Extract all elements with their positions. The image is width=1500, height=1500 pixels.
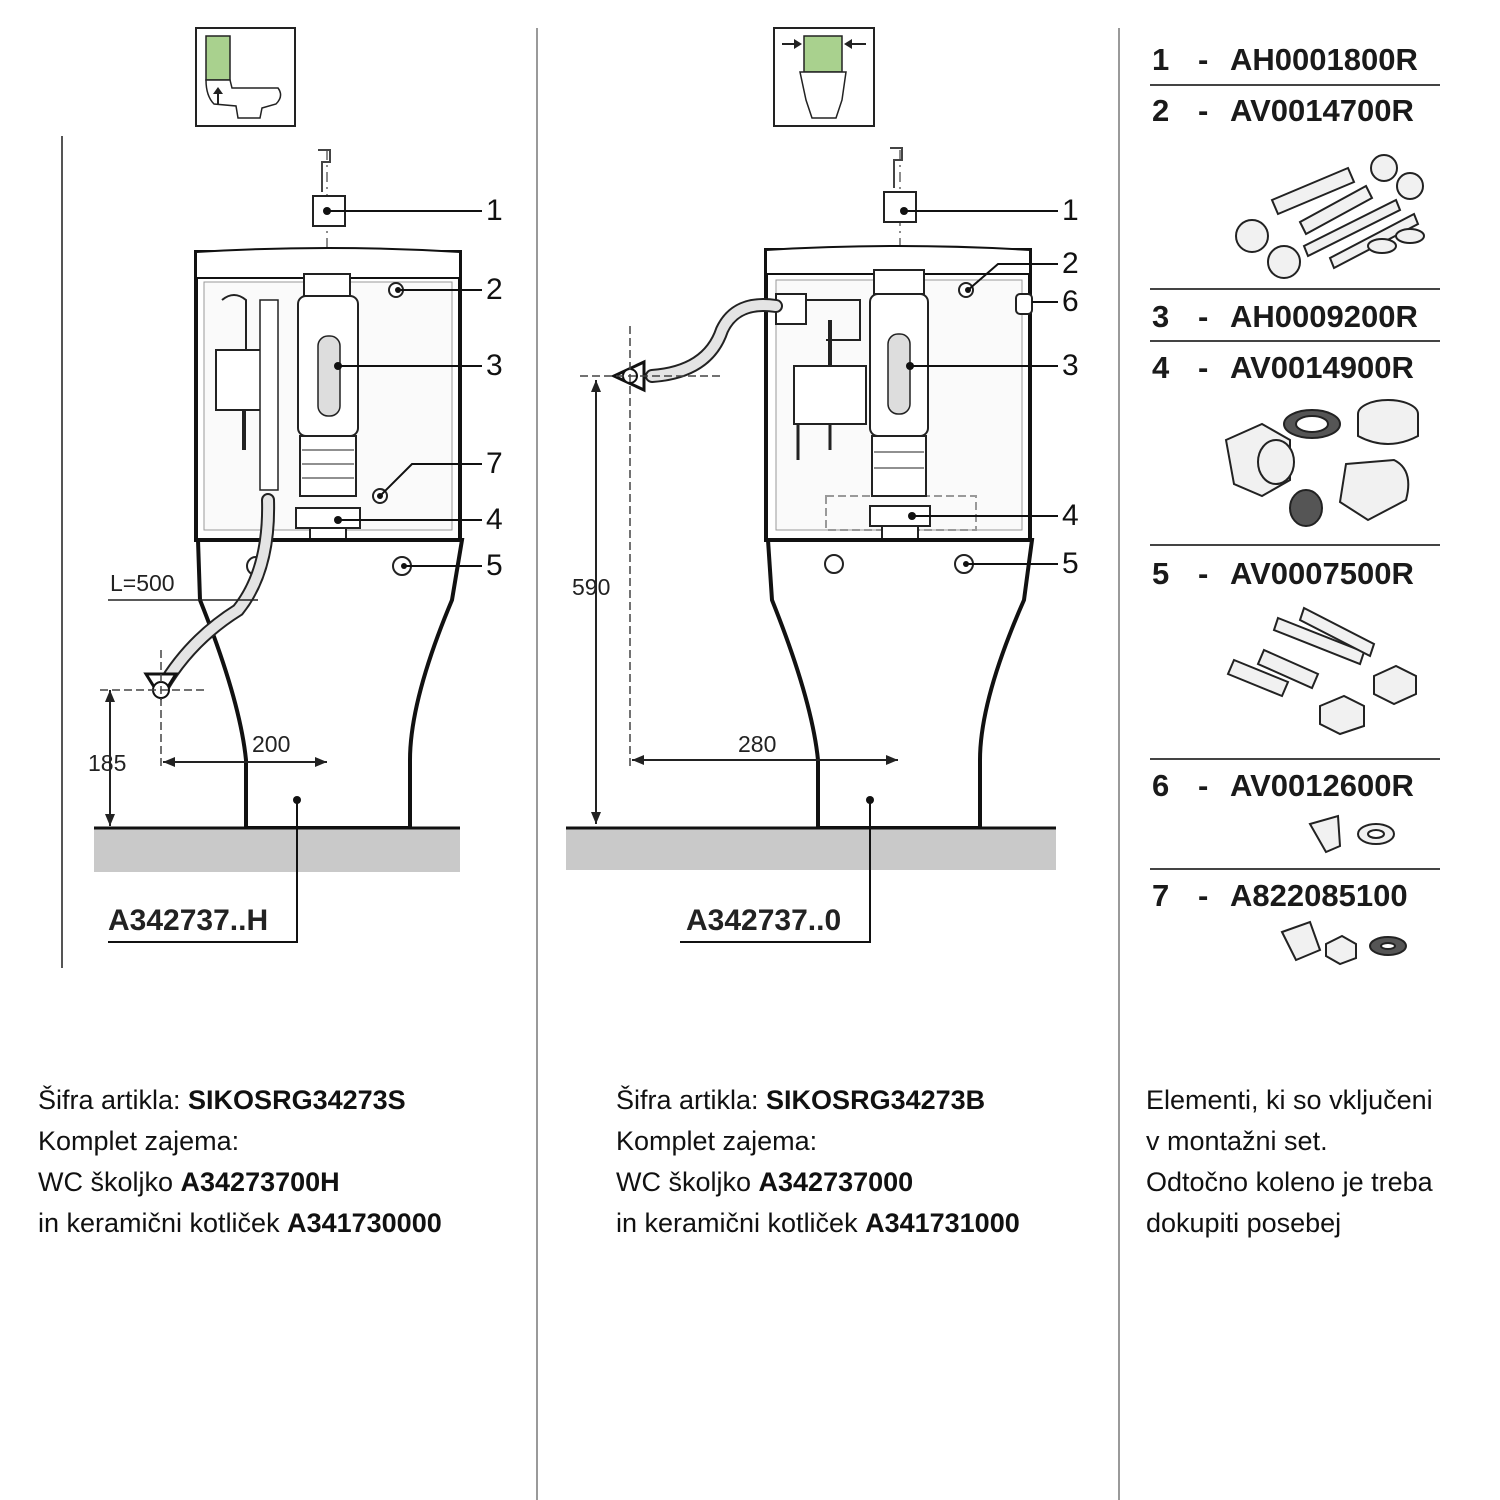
part-separator <box>1150 288 1440 290</box>
parts-kit-6-sketch <box>1308 814 1395 854</box>
part-row-7: 7-A822085100 <box>1152 880 1408 911</box>
part-dash: - <box>1198 350 1209 385</box>
part-number: 7 <box>1152 878 1170 913</box>
part-row-6: 6-AV0012600R <box>1152 770 1414 801</box>
part-code: AH0001800R <box>1230 42 1418 77</box>
middle-model-number: A342737..0 <box>686 904 842 937</box>
left-hose-length-label: L=500 <box>110 570 175 596</box>
middle-callout-5: 5 <box>1062 547 1079 580</box>
left-dimension-height: 185 <box>88 750 127 776</box>
part-code: AV0012600R <box>1230 768 1414 803</box>
bowl-label: WC školjko <box>38 1167 181 1197</box>
part-number: 5 <box>1152 556 1170 591</box>
middle-callout-6: 6 <box>1062 285 1079 318</box>
left-callout-4: 4 <box>486 503 503 536</box>
left-callout-1: 1 <box>486 194 503 227</box>
column-separator-1 <box>536 28 538 1500</box>
cistern-label: in keramični kotliček <box>616 1208 866 1238</box>
article-label: Šifra artikla: <box>616 1085 767 1115</box>
part-dash: - <box>1198 299 1209 334</box>
middle-article-note: Šifra artikla: SIKOSRG34273B Komplet zaj… <box>616 1080 1020 1244</box>
cistern-code: A341730000 <box>287 1208 442 1238</box>
middle-dimension-height: 590 <box>572 574 611 600</box>
part-dash: - <box>1198 42 1209 77</box>
parts-kit-7-sketch <box>1280 920 1407 966</box>
part-number: 3 <box>1152 299 1170 334</box>
middle-callout-1: 1 <box>1062 194 1079 227</box>
cistern-label: in keramični kotliček <box>38 1208 288 1238</box>
bowl-code: A342737000 <box>758 1167 914 1197</box>
part-separator <box>1150 84 1440 86</box>
side-view-icon <box>195 27 296 127</box>
part-code: AV0007500R <box>1230 556 1414 591</box>
bowl-code: A34273700H <box>180 1167 340 1197</box>
part-separator <box>1150 544 1440 546</box>
part-code: AV0014900R <box>1230 350 1414 385</box>
middle-callout-3: 3 <box>1062 349 1079 382</box>
part-number: 6 <box>1152 768 1170 803</box>
parts-kit-5-sketch <box>1226 606 1417 736</box>
bowl-label: WC školjko <box>616 1167 759 1197</box>
left-callout-3: 3 <box>486 349 503 382</box>
kit-note-line-4: dokupiti posebej <box>1146 1208 1342 1238</box>
left-dimension-width: 200 <box>252 731 291 757</box>
part-dash: - <box>1198 556 1209 591</box>
article-code: SIKOSRG34273S <box>188 1085 406 1115</box>
part-row-4: 4-AV0014900R <box>1152 352 1414 383</box>
kit-includes-label: Komplet zajema: <box>616 1126 818 1156</box>
left-callout-2: 2 <box>486 273 503 306</box>
part-dash: - <box>1198 93 1209 128</box>
part-code: AV0014700R <box>1230 93 1414 128</box>
part-separator <box>1150 340 1440 342</box>
parts-kit-4-sketch <box>1224 399 1419 527</box>
left-callout-5: 5 <box>486 549 503 582</box>
column-separator-2 <box>1118 28 1120 1500</box>
kit-note-line-1: Elementi, ki so vključeni <box>1146 1085 1433 1115</box>
cistern-code: A341731000 <box>865 1208 1020 1238</box>
kit-note-line-3: Odtočno koleno je treba <box>1146 1167 1433 1197</box>
kit-note-line-2: v montažni set. <box>1146 1126 1328 1156</box>
article-label: Šifra artikla: <box>38 1085 189 1115</box>
middle-dimension-width: 280 <box>738 731 777 757</box>
left-toilet-drawing <box>61 27 482 968</box>
part-code: A822085100 <box>1230 878 1408 913</box>
parts-kit-2-sketch <box>1235 154 1425 279</box>
part-row-5: 5-AV0007500R <box>1152 558 1414 589</box>
part-row-2: 2-AV0014700R <box>1152 95 1414 126</box>
part-separator <box>1150 758 1440 760</box>
part-separator <box>1150 868 1440 870</box>
left-callout-7: 7 <box>486 447 503 480</box>
kit-includes-label: Komplet zajema: <box>38 1126 240 1156</box>
middle-toilet-drawing <box>566 27 1058 943</box>
part-code: AH0009200R <box>1230 299 1418 334</box>
part-row-3: 3-AH0009200R <box>1152 301 1418 332</box>
part-dash: - <box>1198 878 1209 913</box>
middle-callout-4: 4 <box>1062 499 1079 532</box>
left-model-number: A342737..H <box>108 904 269 937</box>
left-article-note: Šifra artikla: SIKOSRG34273S Komplet zaj… <box>38 1080 442 1244</box>
part-row-1: 1-AH0001800R <box>1152 44 1418 75</box>
right-kit-note: Elementi, ki so vključeni v montažni set… <box>1146 1080 1433 1244</box>
part-number: 2 <box>1152 93 1170 128</box>
part-dash: - <box>1198 768 1209 803</box>
article-code: SIKOSRG34273B <box>766 1085 986 1115</box>
front-view-icon <box>773 27 875 127</box>
middle-callout-2: 2 <box>1062 247 1079 280</box>
part-number: 1 <box>1152 42 1170 77</box>
part-number: 4 <box>1152 350 1170 385</box>
